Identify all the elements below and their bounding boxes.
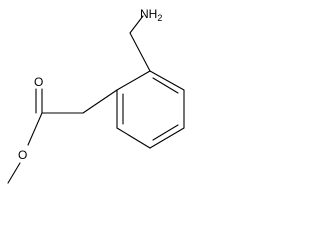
amine-label: NH2 bbox=[140, 7, 162, 23]
chain-bond bbox=[82, 89, 118, 114]
methoxy-bond bbox=[7, 162, 21, 184]
ring-double-bond bbox=[152, 124, 179, 141]
ring-bond bbox=[116, 127, 151, 149]
carbonyl-oxygen-label: O bbox=[34, 75, 43, 89]
ch2-bond bbox=[129, 32, 151, 72]
ring-bond bbox=[116, 70, 151, 91]
atom-labels: NH2 O O bbox=[18, 7, 162, 162]
ester-oxygen-label: O bbox=[18, 148, 27, 162]
ring-double-bond bbox=[152, 77, 179, 94]
ring-bond bbox=[149, 127, 185, 149]
ring-bond bbox=[149, 70, 185, 91]
molecule-diagram: NH2 O O bbox=[7, 7, 185, 184]
bonds bbox=[7, 15, 185, 184]
ester-bond bbox=[27, 112, 43, 146]
c-n-bond bbox=[129, 15, 144, 34]
